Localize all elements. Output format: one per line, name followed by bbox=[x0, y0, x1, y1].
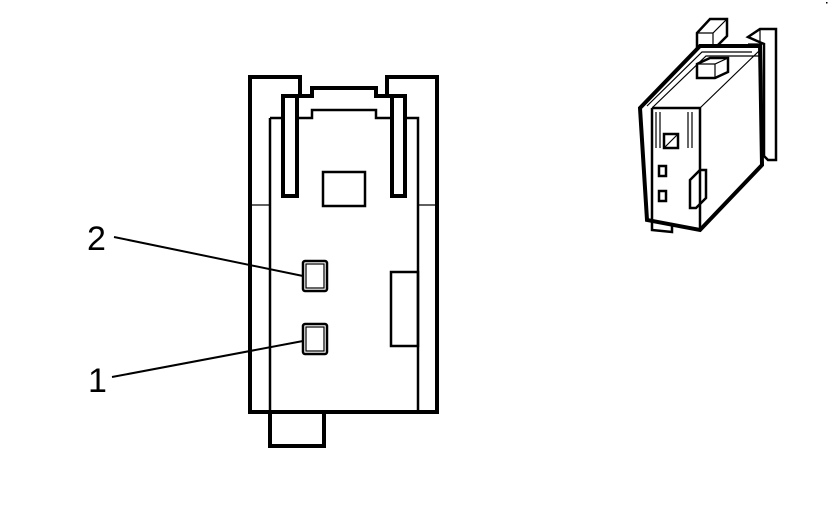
iso-terminal-cavity-1 bbox=[657, 189, 668, 203]
terminal-cavity-1 bbox=[301, 322, 329, 356]
callout-2-group: 2 bbox=[87, 220, 304, 277]
connector-front-view bbox=[248, 75, 439, 448]
iso-terminal-cavity-2 bbox=[657, 164, 668, 178]
callout-1-group: 1 bbox=[88, 340, 304, 400]
iso-top-face-lines bbox=[646, 49, 761, 109]
connector-inner-face bbox=[268, 108, 420, 412]
iso-top-block bbox=[695, 56, 730, 80]
bottom-tab bbox=[268, 412, 326, 448]
callout-2-leader bbox=[113, 236, 304, 277]
connector-housing-outline bbox=[248, 75, 439, 414]
callout-2-label: 2 bbox=[87, 220, 106, 258]
iso-right-rail bbox=[745, 27, 778, 162]
iso-front-window-diag bbox=[663, 133, 679, 149]
iso-latch-slot bbox=[655, 112, 693, 148]
terminal-cavity-2 bbox=[301, 259, 329, 293]
iso-front-window bbox=[662, 132, 680, 150]
callout-1-label: 1 bbox=[88, 362, 107, 400]
top-window bbox=[321, 170, 367, 208]
terminal-cavity-1-inner bbox=[305, 326, 325, 352]
callout-1-leader bbox=[111, 340, 304, 378]
connector-isometric-view bbox=[637, 17, 778, 234]
corner-mark bbox=[826, 2, 828, 4]
polarization-key bbox=[389, 270, 420, 348]
iso-polarization-key bbox=[688, 168, 708, 210]
iso-top-block-edge bbox=[697, 57, 729, 78]
terminal-cavity-2-inner bbox=[305, 263, 325, 289]
iso-bottom-foot bbox=[650, 222, 674, 234]
